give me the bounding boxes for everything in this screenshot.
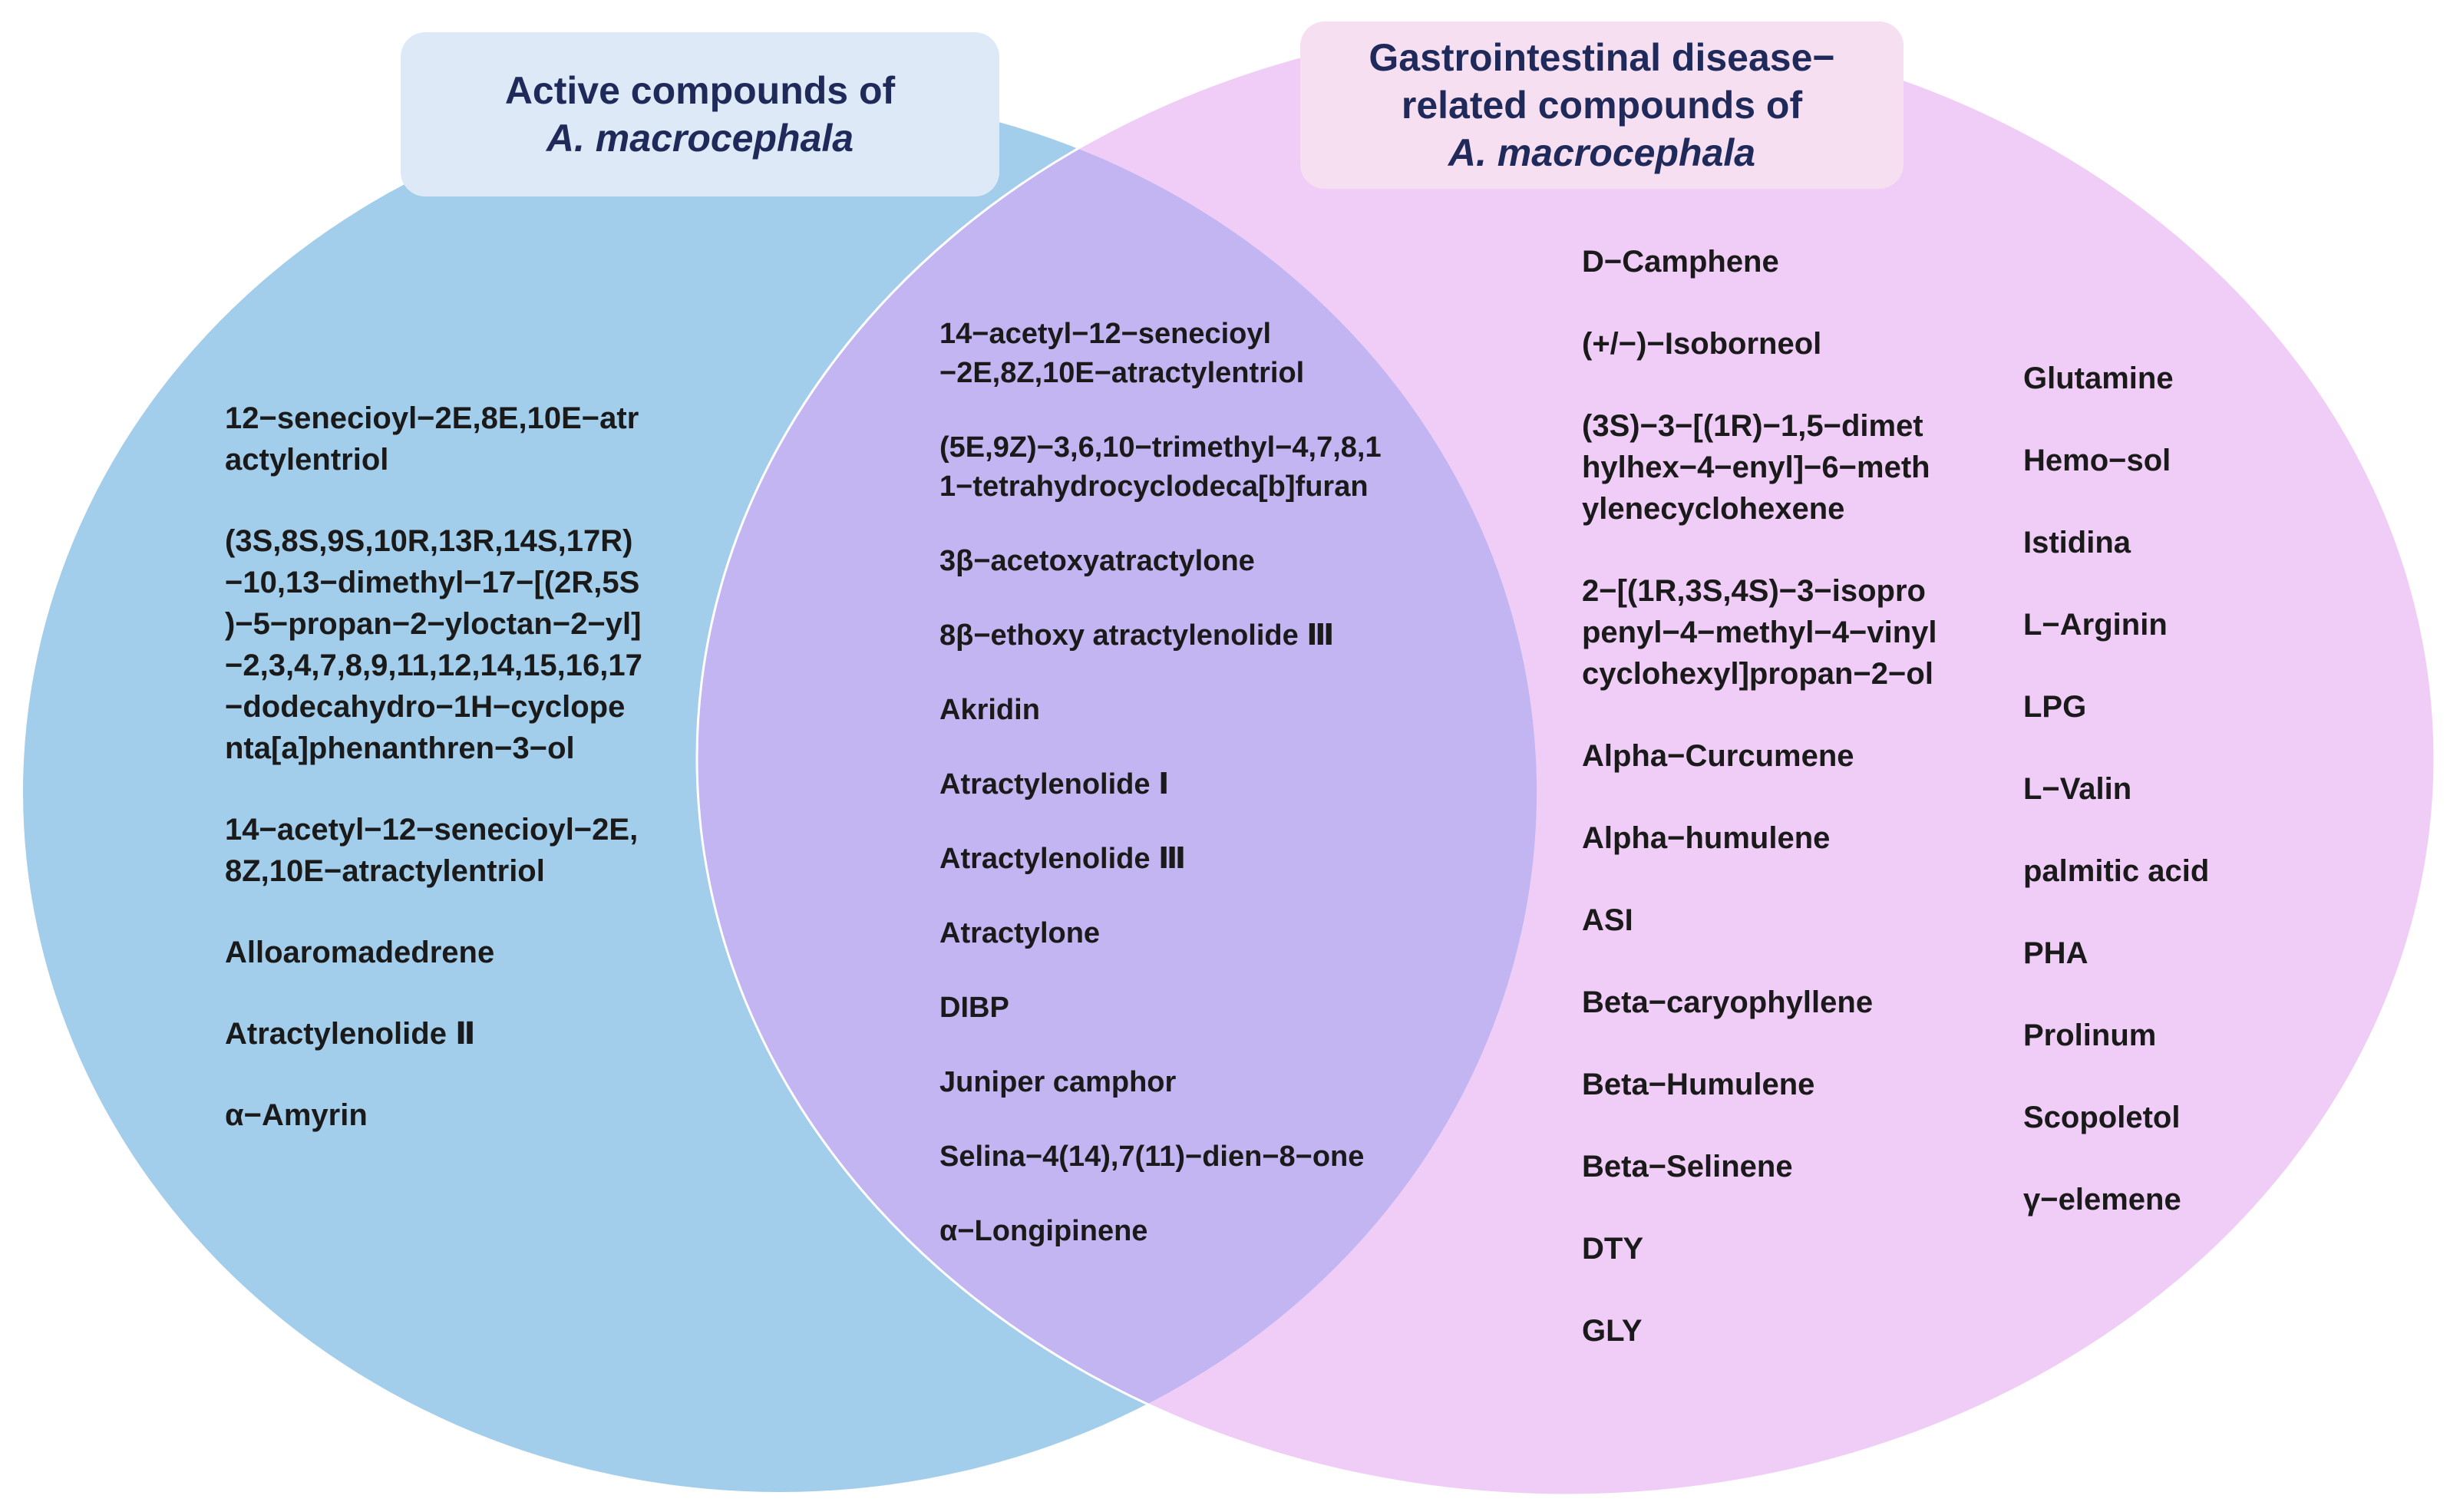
intersection-compound: DIBP xyxy=(939,992,1009,1024)
right-only-compound: γ−elemene xyxy=(2023,1183,2181,1217)
intersection-compound: 3β−acetoxyatractylone xyxy=(939,545,1255,577)
left-only-compound: α−Amyrin xyxy=(225,1098,368,1132)
right-only-compound: palmitic acid xyxy=(2023,854,2210,888)
left-only-compound: 14−acetyl−12−senecioyl−2E, 8Z,10E−atract… xyxy=(225,813,639,888)
right-set-title: Gastrointestinal disease− related compou… xyxy=(1300,21,1904,189)
intersection-compound: Juniper camphor xyxy=(939,1066,1177,1098)
right-only-compound: (+/−)−Isoborneol xyxy=(1582,327,1822,361)
right-only-compound: Beta−Selinene xyxy=(1582,1150,1793,1184)
left-only-compound: Atractylenolide Ⅱ xyxy=(225,1017,476,1051)
right-only-compound: Glutamine xyxy=(2023,361,2174,395)
intersection-compound: Atractylone xyxy=(939,917,1101,949)
right-only-compound: Alpha−Curcumene xyxy=(1582,739,1854,773)
right-only-compound: Hemo−sol xyxy=(2023,444,2171,477)
left-set-title: Active compounds of A. macrocephala xyxy=(401,32,999,196)
right-only-compound: Beta−Humulene xyxy=(1582,1068,1815,1101)
intersection-compound-list: 14−acetyl−12−senecioyl −2E,8Z,10E−atract… xyxy=(939,315,1477,1286)
right-only-compound: L−Arginin xyxy=(2023,608,2168,642)
intersection-compound: Atractylenolide Ⅰ xyxy=(939,768,1170,801)
right-only-compound-list-col1: D−Camphene (+/−)−Isoborneol (3S)−3−[(1R)−1… xyxy=(1582,241,2012,1392)
right-only-compound: LPG xyxy=(2023,690,2087,724)
intersection-compound: 8β−ethoxy atractylenolide Ⅲ xyxy=(939,619,1335,652)
left-title-line1: Active compounds of xyxy=(504,69,896,112)
left-only-compound: (3S,8S,9S,10R,13R,14S,17R) −10,13−dimeth… xyxy=(225,524,642,765)
overlap-region xyxy=(697,92,1537,1492)
right-title-line1: Gastrointestinal disease− xyxy=(1369,36,1835,79)
left-only-compound-list: 12−senecioyl−2E,8E,10E−atr actylentriol (… xyxy=(225,398,716,1176)
right-only-compound: D−Camphene xyxy=(1582,245,1779,279)
intersection-compound: α−Longipinene xyxy=(939,1215,1148,1247)
right-only-compound: PHA xyxy=(2023,936,2088,970)
intersection-compound: (5E,9Z)−3,6,10−trimethyl−4,7,8,1 1−tetra… xyxy=(939,431,1382,503)
right-only-compound: 2−[(1R,3S,4S)−3−isopro penyl−4−methyl−4−… xyxy=(1582,574,1937,691)
right-only-compound: L−Valin xyxy=(2023,772,2132,806)
right-only-compound: Istidina xyxy=(2023,526,2131,560)
right-only-compound: ASI xyxy=(1582,903,1633,937)
right-only-compound: Alpha−humulene xyxy=(1582,821,1831,855)
right-only-compound: DTY xyxy=(1582,1232,1643,1266)
right-title-line3: A. macrocephala xyxy=(1448,131,1756,174)
right-only-compound: Scopoletol xyxy=(2023,1101,2181,1134)
right-only-compound: GLY xyxy=(1582,1314,1643,1348)
intersection-compound: Atractylenolide Ⅲ xyxy=(939,843,1186,875)
left-title-line2: A. macrocephala xyxy=(546,117,854,160)
intersection-compound: Akridin xyxy=(939,694,1040,726)
intersection-compound: 14−acetyl−12−senecioyl −2E,8Z,10E−atract… xyxy=(939,318,1305,389)
intersection-compound: Selina−4(14),7(11)−dien−8−one xyxy=(939,1141,1365,1173)
right-only-compound: Beta−caryophyllene xyxy=(1582,985,1874,1019)
right-only-compound: Prolinum xyxy=(2023,1018,2157,1052)
left-only-compound: Alloaromadedrene xyxy=(225,936,495,969)
right-only-compound: (3S)−3−[(1R)−1,5−dimet hylhex−4−enyl]−6−… xyxy=(1582,409,1930,526)
left-only-compound: 12−senecioyl−2E,8E,10E−atr actylentriol xyxy=(225,401,639,477)
right-title-line2: related compounds of xyxy=(1401,84,1803,127)
